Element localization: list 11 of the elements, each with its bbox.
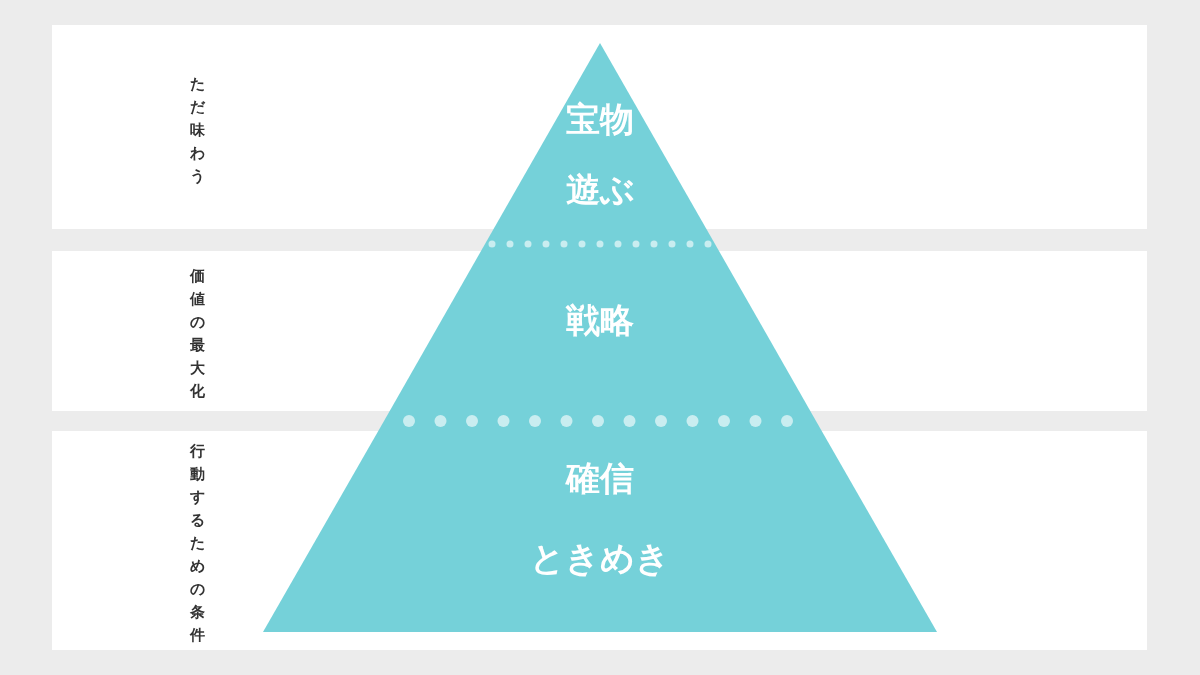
- tier-label: ときめき: [530, 541, 670, 575]
- tier-label: 確信: [566, 461, 634, 495]
- tier-label: 遊ぶ: [565, 172, 635, 206]
- row-label: 価値の最大化: [189, 266, 205, 402]
- row-band: [52, 25, 1147, 229]
- tier-label: 戦略: [566, 303, 634, 337]
- row-label: 行動するための条件: [189, 441, 205, 646]
- pyramid-tier: [384, 244, 816, 421]
- row-label: ただ味わう: [189, 73, 205, 187]
- pyramid-tier: [485, 43, 715, 244]
- tier-label: 宝物: [566, 102, 634, 136]
